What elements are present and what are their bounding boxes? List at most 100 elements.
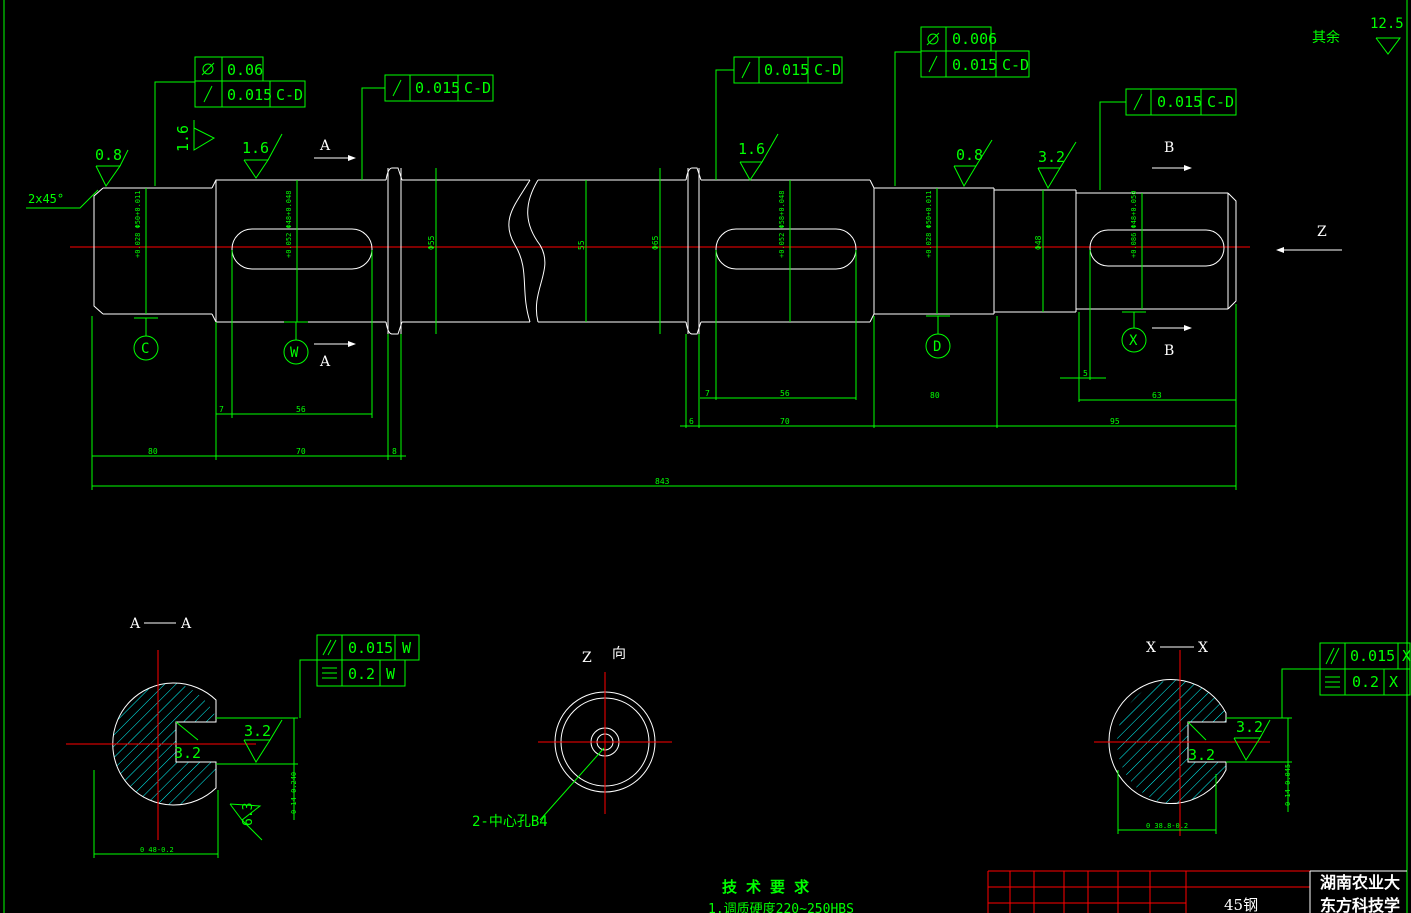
roughness-other-label: 其余: [1312, 29, 1340, 46]
diameter-dimensions: [145, 168, 1143, 334]
length-dimensions: [91, 250, 1237, 490]
gdt-f4-circularity: 0.006: [952, 30, 997, 48]
aa-depth-dim: 0 14-0.240: [290, 772, 298, 814]
tech-requirement-1: 1.调质硬度220~250HBS: [708, 901, 854, 913]
section-markers: [314, 155, 1342, 347]
gdt-f2-runout: 0.015: [415, 79, 460, 97]
dim-total: 843: [655, 477, 670, 486]
roughness-aa: 3.2: [244, 722, 271, 740]
roughness-other-value: 12.5: [1370, 16, 1404, 32]
section-b-bottom: B: [1164, 343, 1174, 359]
gdt-f3-datum: C-D: [814, 61, 841, 79]
diam-d7: +0.028 Φ50+0.011: [925, 191, 933, 258]
section-xx-title-right: X: [1198, 640, 1208, 656]
title-block-school-2: 东方科技学: [1320, 896, 1400, 913]
roughness-symbols: [95, 37, 1401, 190]
gdt-xx-symmetry-datum: X: [1389, 673, 1398, 691]
section-aa-title-right: A: [180, 616, 192, 632]
gdt-aa-parallel: 0.015: [348, 639, 393, 657]
view-z-title: Z: [582, 650, 592, 666]
gdt-aa-symmetry-datum: W: [386, 665, 396, 683]
section-xx: [1094, 650, 1292, 836]
gdt-xx-parallel: 0.015: [1350, 647, 1395, 665]
roughness-r1: 0.8: [95, 146, 122, 164]
section-b-top: B: [1164, 140, 1174, 156]
gdt-frame-4: [894, 26, 1030, 186]
dim-7a: 7: [219, 405, 224, 414]
gdt-f5-runout: 0.015: [1157, 93, 1202, 111]
dim-80b: 80: [930, 391, 940, 400]
dim-56a: 56: [296, 405, 306, 414]
xx-depth-dim: 0 14-0.045: [1284, 764, 1292, 806]
gdt-f2-datum: C-D: [464, 79, 491, 97]
diam-d6: +0.052 Φ58+0.048: [778, 191, 786, 258]
diam-d5: Φ65: [651, 235, 660, 250]
roughness-xx: 3.2: [1236, 718, 1263, 736]
gdt-frame-5: [1099, 88, 1237, 190]
section-a-top: A: [319, 138, 331, 154]
gdt-f1-circularity: 0.06: [227, 61, 263, 79]
datum-w: W: [290, 345, 299, 361]
roughness-aa-bottom: 6.3: [241, 803, 256, 826]
roughness-r2: 1.6: [174, 125, 192, 152]
diam-d4: 55: [577, 240, 586, 250]
section-aa-title-left: A: [129, 616, 141, 632]
dim-5: 5: [1083, 369, 1088, 378]
dim-70a: 70: [296, 447, 306, 456]
dim-95: 95: [1110, 417, 1120, 426]
gdt-aa: [299, 634, 420, 718]
gdt-f4-runout: 0.015: [952, 56, 997, 74]
shaft-outline: [70, 167, 1250, 335]
title-block: [987, 870, 1407, 913]
roughness-r6: 3.2: [1038, 148, 1065, 166]
dim-63: 63: [1152, 391, 1162, 400]
diam-d1: +0.028 Φ50+0.011: [134, 191, 142, 258]
gdt-frame-1: [154, 56, 306, 186]
gdt-aa-symmetry: 0.2: [348, 665, 375, 683]
gdt-f1-runout: 0.015: [227, 86, 272, 104]
roughness-r4: 1.6: [738, 140, 765, 158]
datum-x: X: [1129, 333, 1138, 349]
gdt-aa-parallel-datum: W: [402, 639, 412, 657]
dim-7b: 7: [705, 389, 710, 398]
gdt-f1-datum: C-D: [276, 86, 303, 104]
diam-d2: +0.052 Φ48+0.048: [285, 191, 293, 258]
dim-56b: 56: [780, 389, 790, 398]
diam-d9: +0.086 Φ48+0.050: [1130, 191, 1138, 258]
gdt-f3-runout: 0.015: [764, 61, 809, 79]
keyway-2: [715, 228, 857, 270]
xx-width-dim: 0 38.8-0.2: [1146, 822, 1188, 830]
roughness-r3: 1.6: [242, 139, 269, 157]
gdt-f5-datum: C-D: [1207, 93, 1234, 111]
gdt-xx-symmetry: 0.2: [1352, 673, 1379, 691]
view-z: [538, 672, 672, 821]
title-block-school-1: 湖南农业大: [1320, 873, 1400, 892]
dim-6: 6: [689, 417, 694, 426]
datum-symbols: [133, 311, 1147, 365]
gdt-frame-2: [361, 74, 494, 180]
section-xx-title-left: X: [1146, 640, 1156, 656]
view-z-arrow-label: Z: [1317, 224, 1327, 240]
section-aa: [66, 650, 298, 858]
gdt-f4-datum: C-D: [1002, 56, 1029, 74]
view-z-direction: 向: [612, 646, 626, 662]
keyway-1: [231, 228, 373, 270]
diam-d3: Φ55: [427, 235, 436, 250]
roughness-aa-key: 3.2: [174, 744, 201, 762]
title-block-material: 45钢: [1224, 896, 1258, 913]
datum-c: C: [141, 341, 149, 357]
roughness-xx-key: 3.2: [1188, 746, 1215, 764]
center-hole-note: 2-中心孔B4: [472, 814, 548, 830]
tech-requirements-title: 技 术 要 求: [722, 878, 810, 896]
section-a-bottom: A: [319, 354, 331, 370]
roughness-r5: 0.8: [956, 146, 983, 164]
dim-80a: 80: [148, 447, 158, 456]
keyway-3: [1089, 229, 1225, 267]
dim-8: 8: [392, 447, 397, 456]
diam-d8: Φ48: [1034, 235, 1043, 250]
aa-width-dim: 0 48-0.2: [140, 846, 174, 854]
gdt-frame-3: [715, 56, 843, 180]
gdt-xx: [1281, 642, 1411, 718]
dim-70b: 70: [780, 417, 790, 426]
